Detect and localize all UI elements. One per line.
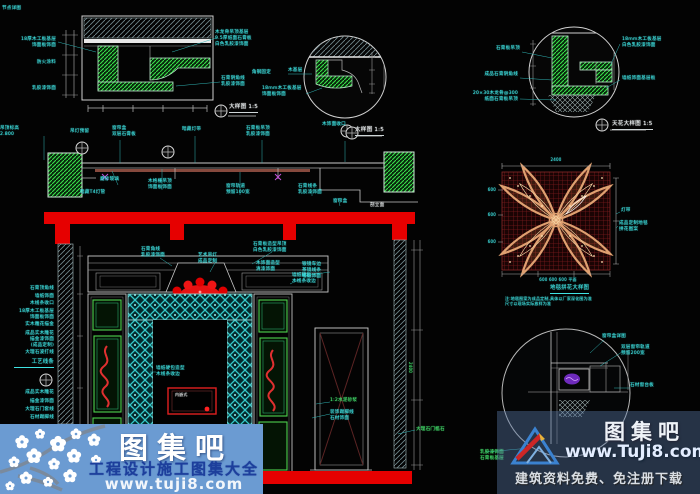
d1-label: 石膏阴角线 乳胶漆饰面	[221, 76, 245, 87]
elev-side-label: 描金漆饰面	[30, 399, 54, 404]
door-panel	[310, 327, 372, 471]
elev-side-label: 成品实木雕花 描金漆饰面 (成品定制)	[25, 331, 54, 348]
plum-blossom-graphic	[0, 424, 106, 492]
pat-dim: 600	[487, 239, 496, 244]
watermark-left-subtitle: 工程设计施工图集大全	[88, 460, 259, 478]
d3-label: 石膏板吊顶	[496, 46, 520, 51]
structural-beam	[44, 212, 415, 469]
detail-2-circle	[288, 35, 387, 138]
d1-label: 乳胶漆饰面	[32, 86, 56, 91]
elev-label: 木饰面造型 清漆饰面	[256, 261, 280, 272]
sec-label: 木格栅吊顶 饰面板饰面	[148, 179, 172, 190]
d2-title: 大样图 1:5	[355, 127, 384, 137]
elev-side-label: 石材踢脚线	[30, 415, 54, 420]
d3-label: 18mm木工板基层 白色乳胶漆饰面	[622, 37, 662, 48]
pat-dim: 600 600 600 平面	[539, 277, 577, 282]
watermark-right-title: 图集吧	[604, 420, 685, 444]
carpet-pattern	[498, 162, 621, 278]
d1-label: 木龙骨吊顶基层 9.5厚纸面石膏板 白色乳胶漆饰面	[215, 30, 252, 47]
d1-label: 18厚木工板基层 饰面板饰面	[20, 37, 56, 48]
elev-side-label: 大理石波打线	[25, 350, 54, 355]
detail-1-section	[57, 15, 256, 118]
door-label: 墙纸硬包造型 木线条收边	[156, 366, 185, 377]
sec-label: 吊灯预留	[70, 129, 90, 134]
pat-label: 成品定制地毯 拼花图案	[619, 221, 648, 232]
elev-side-label: 木线条收口	[30, 301, 54, 306]
sec-label: 窗帘盒	[333, 199, 348, 204]
pat-note: 注:地毯图案为成品定制,具体以厂家深化图为准 尺寸以现场实际放样为准	[505, 296, 593, 307]
elev-label: 石膏角线 乳胶漆饰面	[141, 247, 165, 258]
d4-label: 窗帘盒详图	[602, 334, 626, 339]
elev-side-label: 石膏顶角线	[30, 286, 54, 291]
beam-label: 剖立面	[370, 203, 385, 208]
corner-note: 节点详图	[2, 6, 22, 11]
tuji8-logo	[510, 426, 560, 465]
pat-dim: 600	[487, 187, 496, 192]
elev-label: 装饰踢脚线 石材饰面	[330, 410, 354, 421]
sec-label: 石膏线条 乳胶漆饰面	[298, 184, 322, 195]
elev-label: 墙纸硬包 木线条收边	[292, 273, 316, 284]
sec-label: 吊顶标高 2.800	[0, 126, 20, 137]
d2-label: 18mm木工板基层 饰面板饰面	[262, 86, 302, 97]
sec-label: 暗藏灯带	[182, 127, 202, 132]
elev-side-label: 大理石门套线	[25, 407, 54, 412]
sec-label: 窗帘轨道 预留100宽	[226, 184, 250, 195]
pat-title: 地毯拼花大样图	[550, 285, 590, 295]
sec-label: 窗帘盒 双层石膏板	[112, 126, 136, 137]
door-sign: 内嵌式	[175, 392, 188, 397]
pat-dim: 2400	[550, 157, 562, 162]
sec-label: 木饰面收口	[322, 122, 346, 127]
d3-label: 成品石膏阴角线	[484, 72, 518, 77]
d3-title: 天花大样图 1:5	[612, 121, 653, 131]
watermark-right-subtitle: 建筑资料免费、免注册下载	[514, 472, 683, 487]
watermark-left-title: 图集吧	[118, 431, 233, 465]
d4-label: 双层窗帘轨道 预留200宽	[621, 345, 650, 356]
sec-label: 石膏板吊顶 乳胶漆饰面	[246, 126, 270, 137]
d3-label: 20×30木龙骨@300 纸面石膏板吊顶	[472, 91, 518, 102]
d2-label: 角钢固定	[251, 70, 271, 75]
elev-label: 大理石门槛石	[416, 427, 445, 432]
detail-3-circle	[519, 26, 646, 132]
d2-label: 木基层	[288, 68, 303, 73]
watermark-left: 图集吧 工程设计施工图集大全 www.tuji8.com	[0, 424, 263, 494]
sec-label: 暗藏T4灯管	[80, 190, 106, 195]
elev-side-label: 实木雕花描金	[25, 322, 54, 327]
detail-4-circle	[485, 328, 631, 458]
right-pilaster	[253, 293, 293, 481]
watermark-left-url: www.tuji8.com	[104, 475, 244, 493]
elev-label: 1:2水泥砂浆	[330, 398, 358, 403]
pat-label: 灯带	[621, 208, 631, 213]
elev-side-label: 工艺线条	[14, 359, 54, 369]
elev-label: 艺术吊灯 成品定制	[198, 253, 218, 264]
ceiling-section	[43, 126, 418, 207]
elev-side-label: 成品实木雕花	[25, 390, 54, 395]
elev-dim: 2400	[408, 362, 414, 373]
elev-label: 银镜车边 茶镜线条 墙纸饰面	[302, 262, 322, 279]
elev-label: 石膏板造型吊顶 白色乳胶漆饰面	[253, 242, 287, 253]
d1-label: 防火涂料	[36, 60, 56, 65]
d4-label: 乳胶漆饰面 石膏板基层	[480, 450, 504, 461]
d3-label: 墙纸饰面基层板	[622, 76, 656, 81]
d1-title: 大样图 1:5	[229, 104, 258, 114]
elev-side-label: 18厚木工板基层 饰面板饰面	[18, 309, 54, 320]
watermark-right: 图集吧 www.TuJi8.com 建筑资料免费、免注册下载	[497, 411, 700, 494]
d4-label: 石材窗台板	[630, 383, 654, 388]
elev-side-label: 墙纸饰面	[34, 294, 54, 299]
watermark-right-url: www.TuJi8.com	[565, 442, 700, 462]
sec-label: 磨砂玻璃	[100, 177, 120, 182]
pat-dim: 600	[487, 212, 496, 217]
